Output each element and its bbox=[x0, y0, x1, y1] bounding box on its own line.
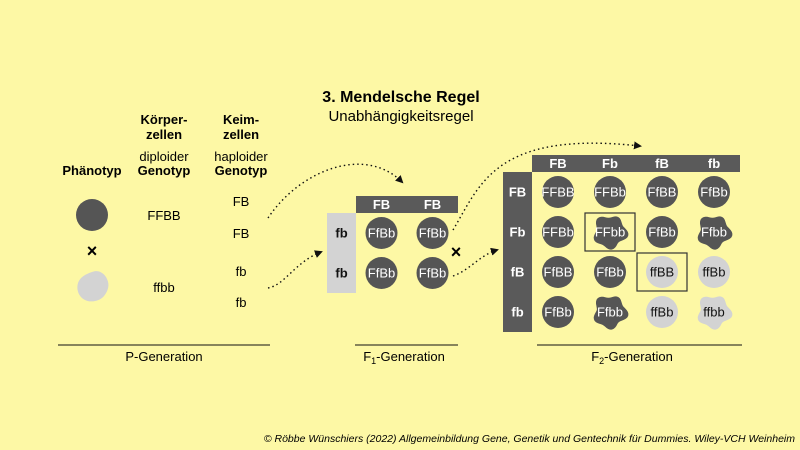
offspring-genotype: FfBb bbox=[368, 266, 395, 281]
highlight-box bbox=[636, 252, 688, 292]
highlight-box bbox=[584, 212, 636, 252]
parent1-gamete-1: FB bbox=[233, 194, 250, 209]
offspring-phenotype-icon bbox=[542, 176, 574, 208]
parent2-gamete-2: fb bbox=[236, 295, 247, 310]
row-header: fb bbox=[335, 226, 347, 241]
copyright-notice: © Röbbe Wünschiers (2022) Allgemeinbildu… bbox=[264, 433, 795, 445]
offspring-phenotype-icon bbox=[594, 256, 626, 288]
offspring-phenotype-icon bbox=[593, 216, 629, 250]
offspring-genotype: FFBb bbox=[594, 185, 626, 200]
header-diploid: diploider bbox=[139, 149, 189, 164]
offspring-genotype: FfBB bbox=[544, 265, 573, 280]
header-germ-cells-2: zellen bbox=[223, 127, 259, 142]
parent1-genotype: FFBB bbox=[147, 208, 180, 223]
col-header: FB bbox=[424, 197, 441, 212]
offspring-genotype: FfBb bbox=[544, 305, 571, 320]
offspring-phenotype-icon bbox=[542, 216, 574, 248]
header-phenotype: Phänotyp bbox=[62, 163, 121, 178]
p-generation-label: P-Generation bbox=[125, 349, 202, 364]
p-cross-icon: × bbox=[87, 241, 98, 261]
offspring-phenotype-icon bbox=[416, 217, 449, 249]
parent2-genotype: ffbb bbox=[153, 280, 174, 295]
arrow-to-f2-top bbox=[452, 141, 642, 231]
parent1-phenotype-icon bbox=[76, 199, 108, 231]
f1-cross-icon: × bbox=[451, 242, 462, 262]
parent1-gamete-2: FB bbox=[233, 226, 250, 241]
offspring-phenotype-icon bbox=[365, 257, 398, 289]
diagram-subtitle: Unabhängigkeitsregel bbox=[328, 108, 473, 125]
parent2-phenotype-icon bbox=[77, 271, 109, 302]
offspring-phenotype-icon bbox=[542, 256, 574, 288]
offspring-phenotype-icon bbox=[646, 296, 678, 328]
offspring-phenotype-icon bbox=[646, 256, 678, 288]
offspring-phenotype-icon bbox=[698, 176, 730, 208]
offspring-genotype: FfBb bbox=[596, 265, 623, 280]
col-header: fb bbox=[708, 156, 720, 171]
offspring-phenotype-icon bbox=[698, 256, 730, 288]
f1-generation-label: F1-Generation bbox=[363, 349, 445, 366]
col-header-band bbox=[532, 155, 740, 172]
offspring-genotype: FfBb bbox=[648, 225, 675, 240]
offspring-genotype: Ffbb bbox=[597, 305, 623, 320]
offspring-phenotype-icon bbox=[646, 216, 678, 248]
col-header: FB bbox=[373, 197, 390, 212]
offspring-genotype: FfBb bbox=[419, 266, 446, 281]
row-header: fB bbox=[511, 265, 525, 280]
offspring-phenotype-icon bbox=[697, 296, 733, 330]
row-header-band bbox=[327, 213, 356, 293]
header-haploid: haploider bbox=[214, 149, 268, 164]
offspring-genotype: FfBb bbox=[700, 185, 727, 200]
header-body-cells-2: zellen bbox=[146, 127, 182, 142]
row-header: fb bbox=[511, 305, 523, 320]
row-header: Fb bbox=[510, 225, 526, 240]
offspring-genotype: FfBB bbox=[648, 185, 677, 200]
header-diploid-genotype: Genotyp bbox=[138, 163, 191, 178]
col-header-band bbox=[356, 196, 458, 213]
offspring-genotype: ffBb bbox=[703, 265, 726, 280]
header-haploid-genotype: Genotyp bbox=[215, 163, 268, 178]
offspring-genotype: ffBb bbox=[651, 305, 674, 320]
row-header: fb bbox=[335, 266, 347, 281]
col-header: FB bbox=[549, 156, 566, 171]
row-header-band bbox=[503, 172, 532, 332]
diagram-title: 3. Mendelsche Regel bbox=[322, 89, 479, 106]
offspring-phenotype-icon bbox=[542, 296, 574, 328]
offspring-genotype: Ffbb bbox=[701, 225, 727, 240]
header-body-cells-1: Körper- bbox=[141, 112, 188, 127]
offspring-genotype: FfBb bbox=[368, 226, 395, 241]
offspring-phenotype-icon bbox=[697, 216, 733, 250]
offspring-phenotype-icon bbox=[646, 176, 678, 208]
offspring-genotype: ffbb bbox=[703, 305, 724, 320]
offspring-genotype: FfBb bbox=[419, 226, 446, 241]
offspring-phenotype-icon bbox=[593, 296, 629, 330]
offspring-genotype: FFbb bbox=[595, 225, 625, 240]
offspring-phenotype-icon bbox=[594, 176, 626, 208]
header-germ-cells-1: Keim- bbox=[223, 112, 259, 127]
col-header: fB bbox=[655, 156, 669, 171]
arrow-to-f1-top bbox=[267, 163, 404, 219]
col-header: Fb bbox=[602, 156, 618, 171]
parent2-gamete-1: fb bbox=[236, 264, 247, 279]
offspring-genotype: FFBB bbox=[541, 185, 574, 200]
offspring-genotype: ffBB bbox=[650, 265, 674, 280]
arrow-to-f1-left bbox=[267, 250, 323, 289]
row-header: FB bbox=[509, 185, 526, 200]
offspring-phenotype-icon bbox=[365, 217, 398, 249]
f2-generation-label: F2-Generation bbox=[591, 349, 673, 366]
offspring-phenotype-icon bbox=[416, 257, 449, 289]
offspring-genotype: FFBb bbox=[542, 225, 574, 240]
